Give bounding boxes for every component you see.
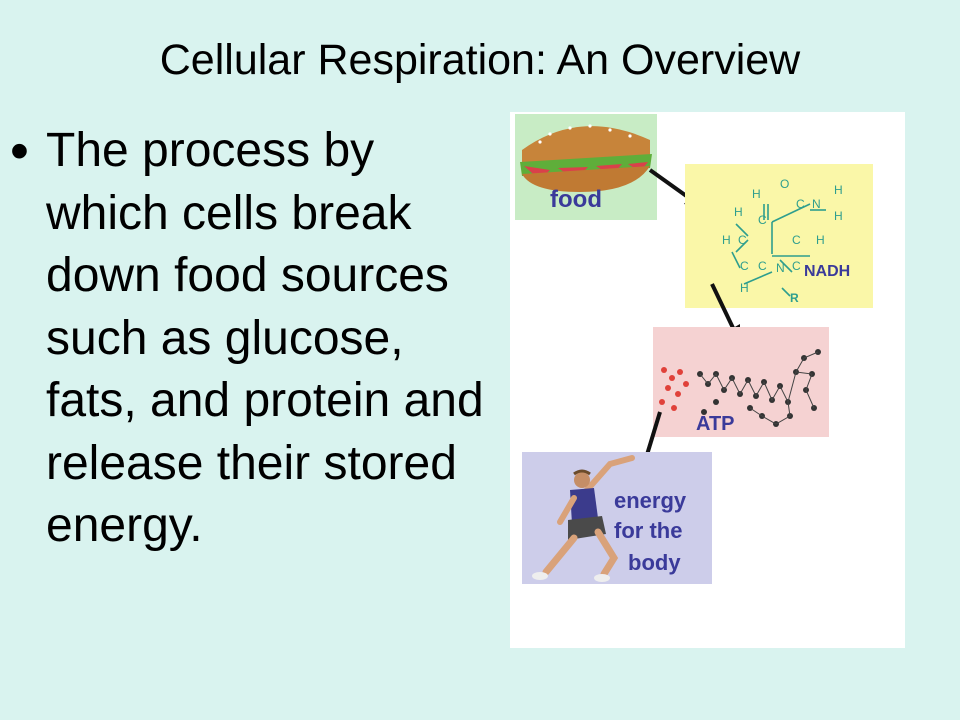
bullet-dot-icon: • (10, 121, 29, 181)
nadh-atom-label: C (738, 233, 747, 247)
exercising-person-icon (532, 455, 635, 582)
nadh-atom-label: C (740, 259, 749, 273)
nadh-atom-label: C (792, 259, 801, 273)
sandwich-icon (520, 124, 652, 192)
nadh-atom-label: C (796, 197, 805, 211)
nadh-atom-label: H (740, 281, 749, 295)
energy-box: energy for the body (522, 452, 712, 584)
energy-label-line: energy (614, 488, 687, 513)
nadh-atom-label: C (758, 259, 767, 273)
nadh-atom-label: H (752, 187, 761, 201)
nadh-atom-label: N (812, 197, 821, 211)
bullet-list: • The process by which cells break down … (10, 120, 495, 558)
atp-structure-icon (659, 349, 821, 427)
nadh-atom-label: N (776, 261, 785, 275)
nadh-atom-label: H (816, 233, 825, 247)
nadh-box: O N H H H C C H C C H C C H C N H R NADH (685, 164, 873, 308)
atp-box-bg (653, 327, 829, 437)
bullet-item: • The process by which cells break down … (10, 120, 495, 558)
respiration-figure: food O N (510, 112, 905, 648)
nadh-label: NADH (804, 263, 850, 280)
atp-label: ATP (696, 413, 735, 435)
nadh-atom-label: C (758, 213, 767, 227)
nadh-atom-label: O (780, 177, 789, 191)
nadh-box-bg (685, 164, 873, 308)
slide-title: Cellular Respiration: An Overview (159, 36, 801, 84)
food-label: food (550, 186, 602, 213)
nadh-atom-label: R (790, 291, 799, 305)
nadh-atom-label: H (734, 205, 743, 219)
food-box: food (515, 114, 657, 220)
bullet-text: The process by which cells break down fo… (46, 124, 484, 552)
nadh-atom-label: H (834, 209, 843, 223)
nadh-atom-label: H (834, 183, 843, 197)
energy-label-line: for the (614, 518, 682, 543)
nadh-atom-label: H (722, 233, 731, 247)
energy-label-line: body (628, 550, 681, 575)
nadh-structure-icon (731, 203, 826, 297)
atp-box: ATP (653, 327, 829, 437)
nadh-atom-label: C (792, 233, 801, 247)
